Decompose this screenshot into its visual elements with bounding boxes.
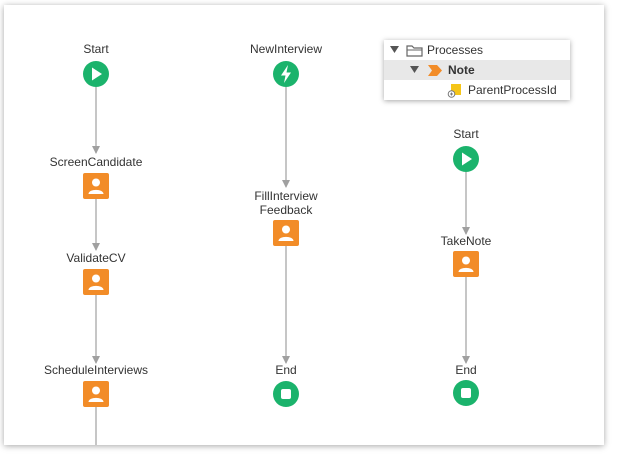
input-parameter-icon bbox=[447, 84, 461, 98]
end-node[interactable] bbox=[272, 380, 300, 408]
expand-triangle-icon[interactable] bbox=[390, 46, 399, 54]
activity-validate-cv[interactable] bbox=[83, 269, 109, 295]
folder-icon bbox=[406, 45, 423, 57]
trigger-node[interactable] bbox=[272, 60, 300, 88]
connectors bbox=[92, 87, 470, 445]
start-node[interactable] bbox=[452, 145, 480, 173]
end-label: End bbox=[455, 363, 477, 377]
end-label: End bbox=[275, 363, 297, 377]
tree-item-parent-process-id[interactable]: ParentProcessId bbox=[384, 80, 570, 100]
trigger-label: NewInterview bbox=[249, 42, 323, 56]
activity-schedule-interviews[interactable] bbox=[83, 381, 109, 407]
process-tree-panel: Processes Note ParentProcessId bbox=[384, 40, 570, 100]
process-canvas[interactable]: Start ScreenCandidate ValidateCV Schedul… bbox=[4, 5, 604, 445]
tree-label-note: Note bbox=[448, 63, 475, 77]
tree-label-parent-process-id: ParentProcessId bbox=[468, 83, 557, 97]
tree-item-note[interactable]: Note bbox=[384, 60, 570, 80]
start-node[interactable] bbox=[82, 60, 110, 88]
activity-fill-interview-feedback[interactable] bbox=[273, 220, 299, 246]
expand-triangle-icon[interactable] bbox=[410, 66, 419, 74]
activity-label-take-note: TakeNote bbox=[440, 234, 492, 248]
start-label: Start bbox=[453, 127, 479, 141]
start-label: Start bbox=[83, 42, 109, 56]
end-node[interactable] bbox=[452, 379, 480, 407]
process-icon bbox=[428, 65, 442, 76]
activity-label-schedule-interviews: ScheduleInterviews bbox=[43, 363, 149, 377]
tree-label-processes: Processes bbox=[427, 43, 484, 57]
activity-screen-candidate[interactable] bbox=[83, 173, 109, 199]
activity-label-fill-interview-feedback: FillInterview Feedback bbox=[254, 189, 318, 217]
activity-label-screen-candidate: ScreenCandidate bbox=[49, 155, 143, 169]
activity-take-note[interactable] bbox=[453, 251, 479, 277]
activity-label-validate-cv: ValidateCV bbox=[66, 251, 126, 265]
tree-item-processes[interactable]: Processes bbox=[384, 40, 570, 60]
